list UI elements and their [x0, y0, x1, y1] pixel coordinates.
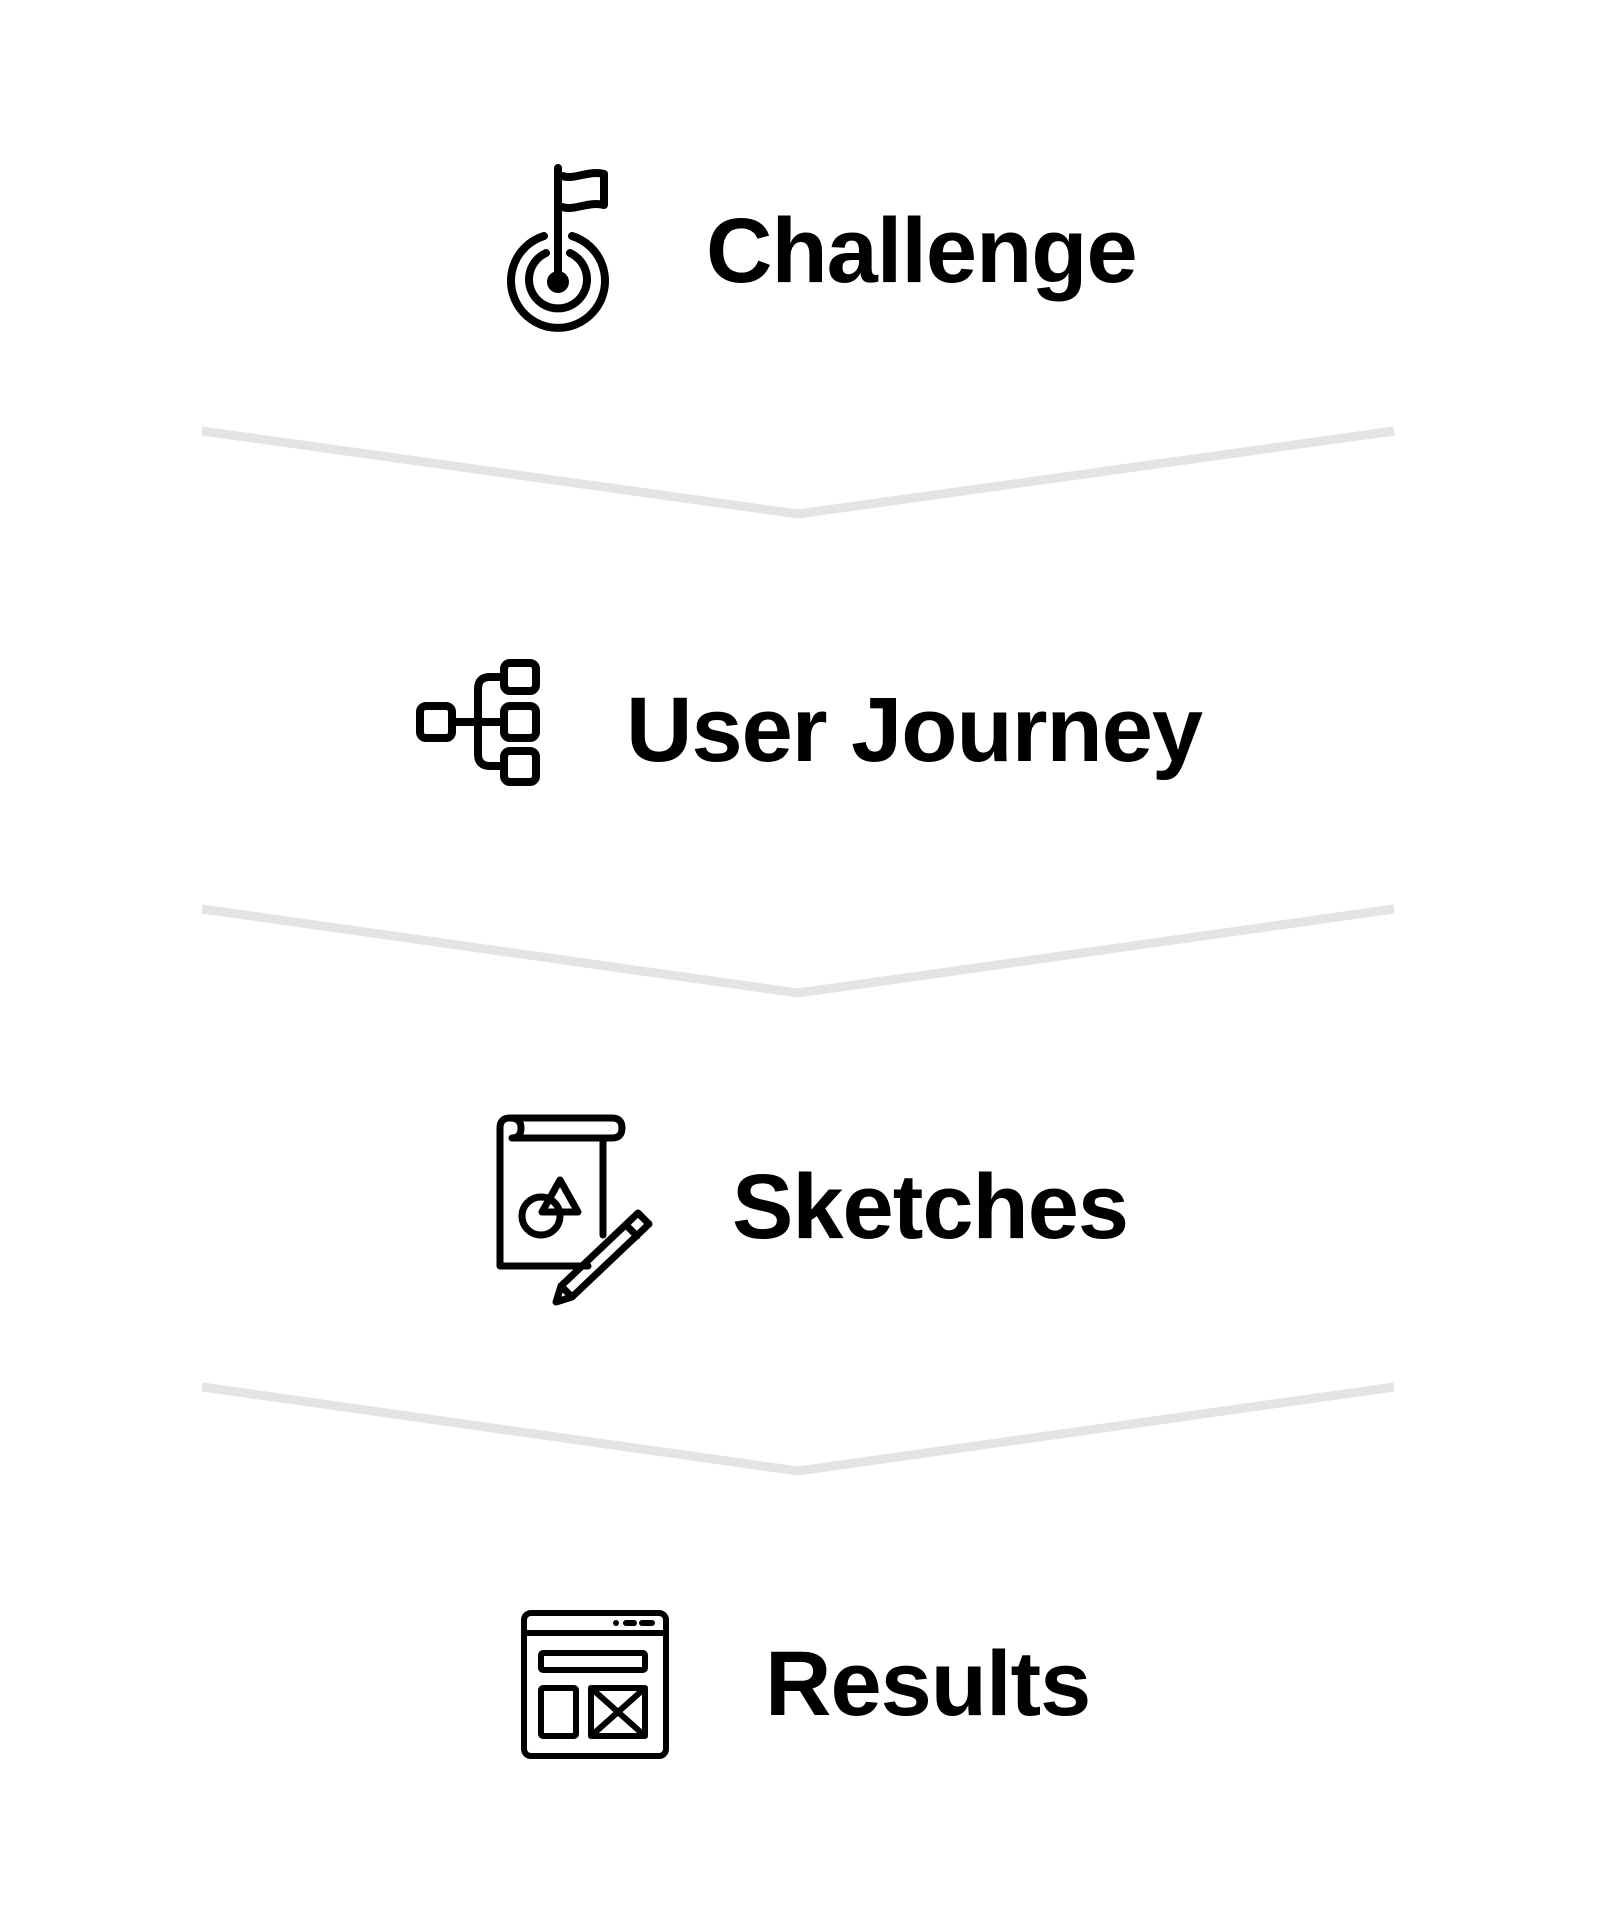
wireframe-browser-icon — [521, 1610, 669, 1759]
step-sketches: Sketches — [496, 1114, 1129, 1306]
flag-target-icon — [507, 164, 609, 332]
step-label-challenge: Challenge — [706, 200, 1138, 302]
hierarchy-flow-icon — [416, 659, 540, 786]
step-label-user-journey: User Journey — [626, 679, 1203, 781]
step-label-sketches: Sketches — [732, 1156, 1129, 1258]
step-label-results: Results — [765, 1633, 1091, 1735]
step-challenge: Challenge — [0, 0, 1600, 400]
sketch-paper-pencil-icon — [496, 1114, 653, 1306]
step-user-journey: User Journey — [0, 0, 1600, 900]
